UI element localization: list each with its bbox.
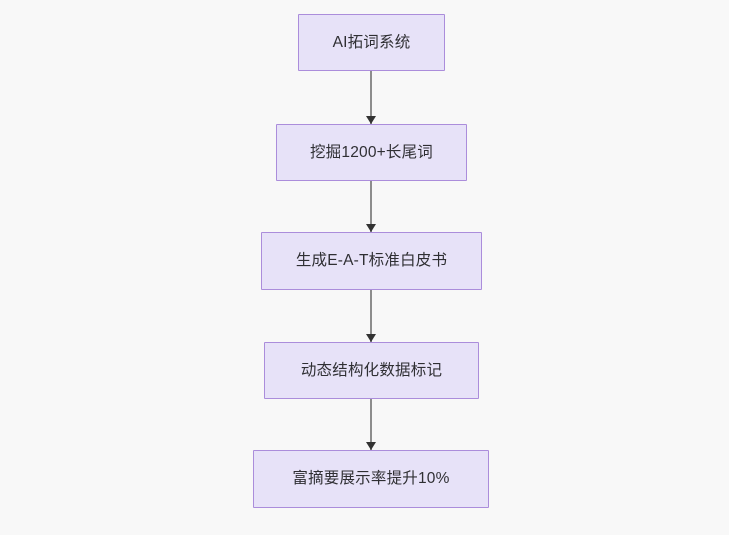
flowchart-node-dynamic-structured-data-markup[interactable]: 动态结构化数据标记 <box>264 342 479 399</box>
node-label: 生成E-A-T标准白皮书 <box>295 252 448 270</box>
arrow-head-icon <box>366 334 376 342</box>
node-label: 动态结构化数据标记 <box>300 361 443 379</box>
edge-line <box>370 71 372 124</box>
edge-line <box>370 290 372 342</box>
flowchart-node-ai-keyword-system[interactable]: AI拓词系统 <box>298 14 445 71</box>
arrow-head-icon <box>366 442 376 450</box>
edge-line <box>370 399 372 450</box>
flowchart-node-generate-eat-whitepaper[interactable]: 生成E-A-T标准白皮书 <box>261 232 482 290</box>
node-label: 挖掘1200+长尾词 <box>309 143 434 161</box>
arrow-head-icon <box>366 224 376 232</box>
node-label: AI拓词系统 <box>332 33 411 51</box>
arrow-head-icon <box>366 116 376 124</box>
node-label: 富摘要展示率提升10% <box>292 470 450 488</box>
flowchart-node-mine-longtail-keywords[interactable]: 挖掘1200+长尾词 <box>276 124 467 181</box>
edge-line <box>370 181 372 232</box>
flowchart-node-rich-snippet-impression-uplift[interactable]: 富摘要展示率提升10% <box>253 450 489 508</box>
